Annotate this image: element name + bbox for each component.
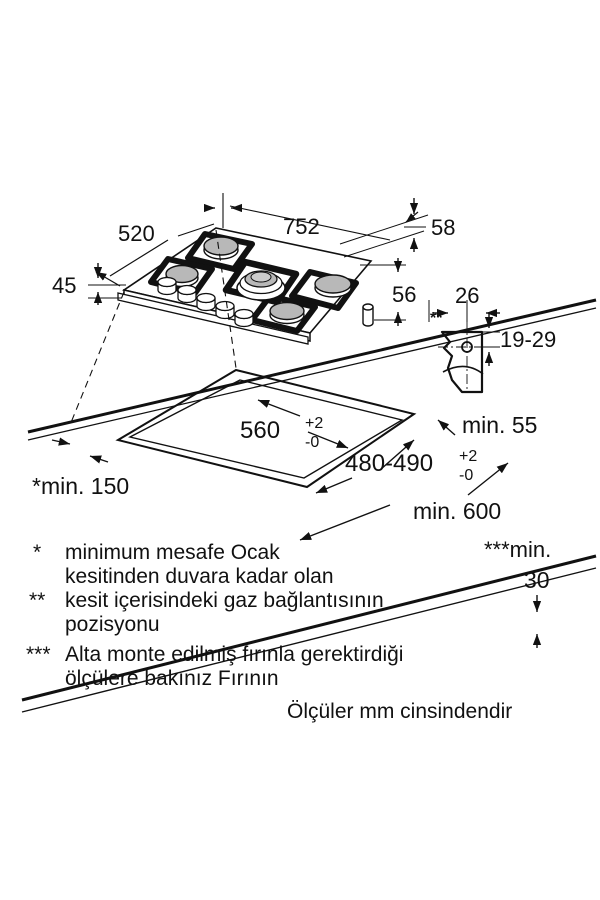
- dimension-45-label: 45: [52, 273, 76, 298]
- dimension-752: 752: [203, 193, 419, 241]
- dimension-56-label: 56: [392, 282, 416, 307]
- legend-line-3a: Alta monte edilmiş fırınla gerektirdiği: [65, 643, 403, 666]
- gas-position-marker: **: [430, 310, 443, 327]
- dimension-19-29: 19-29: [480, 313, 556, 366]
- dimension-480-490: 480-490 +2 -0: [315, 439, 477, 494]
- legend-marker-1: *: [33, 541, 41, 564]
- dimension-26-label: 26: [455, 283, 479, 308]
- legend-line-2b: pozisyonu: [65, 613, 160, 636]
- worktop-cutout-outer: [115, 368, 417, 489]
- dimension-520: 520: [95, 221, 215, 287]
- grate-center-wok: [222, 258, 300, 306]
- dimension-min-30-value: 30: [524, 567, 550, 593]
- worktop-assembly: [21, 229, 597, 713]
- control-knob-2[interactable]: [177, 284, 197, 304]
- legend-line-3b: ölçülere bakınız Fırının: [65, 667, 279, 690]
- control-knob-1[interactable]: [157, 276, 177, 296]
- dimension-min-150: *min. 150: [32, 437, 129, 499]
- gas-connection-detail: 26 ** 19-29: [428, 283, 556, 394]
- dimension-58-label: 58: [431, 215, 455, 240]
- dimension-min-55: min. 55: [437, 412, 537, 438]
- burner-rear-left: [203, 236, 239, 260]
- dimension-560-tol-plus: +2: [305, 415, 323, 432]
- legend-block: * minimum mesafe Ocak kesitinden duvara …: [26, 541, 512, 723]
- dimension-min-600: min. 600: [299, 462, 509, 541]
- dimension-min-150-label: *min. 150: [32, 473, 129, 499]
- projection-line-left: [69, 291, 125, 426]
- dimension-56: 56: [360, 258, 416, 326]
- worktop-front-edge-bottom: [27, 307, 597, 441]
- gas-bracket-curve: [442, 365, 484, 375]
- dimension-min-600-label: min. 600: [413, 498, 501, 524]
- worktop-front-edge-top: [27, 298, 597, 434]
- dimension-min-30-marker: ***min.: [484, 537, 551, 562]
- dimension-560: 560 +2 -0: [240, 399, 349, 451]
- burner-right-rear: [314, 274, 352, 298]
- dimension-480-490-tol-minus: -0: [459, 467, 473, 484]
- dimension-26: 26 **: [428, 283, 500, 327]
- gas-bracket-profile: [440, 330, 484, 394]
- control-knobs-group: [157, 276, 254, 328]
- cooktop-assembly: [117, 227, 374, 345]
- dimension-752-label: 752: [283, 214, 320, 239]
- legend-footer: Ölçüler mm cinsindendir: [287, 700, 512, 723]
- dimension-58: 58: [339, 198, 455, 258]
- worktop-cutout-inner: [128, 379, 404, 479]
- legend-marker-3: ***: [26, 643, 51, 666]
- dimension-45: 45: [52, 263, 126, 305]
- dimension-min-30: ***min. 30: [484, 537, 551, 648]
- dimension-480-490-tol-plus: +2: [459, 448, 477, 465]
- dimension-520-label: 520: [118, 221, 155, 246]
- dimension-min-55-label: min. 55: [462, 412, 537, 438]
- dimension-19-29-label: 19-29: [500, 327, 556, 352]
- burner-caps-group: [165, 236, 352, 325]
- grate-rear-left: [185, 231, 255, 272]
- burner-center-wok: [236, 270, 286, 301]
- worktop-lower-edge-a: [21, 554, 597, 702]
- control-knob-5[interactable]: [234, 308, 254, 328]
- control-knob-3[interactable]: [196, 292, 216, 312]
- burner-right-front: [269, 301, 305, 325]
- gas-pipe-stub: [362, 303, 374, 327]
- legend-line-1b: kesitinden duvara kadar olan: [65, 565, 334, 588]
- control-knob-4[interactable]: [215, 300, 235, 320]
- dimension-560-tol-minus: -0: [305, 434, 319, 451]
- dimension-560-label: 560: [240, 417, 280, 444]
- legend-marker-2: **: [29, 589, 45, 612]
- legend-line-2a: kesit içerisindeki gaz bağlantısının: [65, 589, 384, 612]
- worktop-lower-edge-b: [21, 567, 597, 713]
- legend-line-1a: minimum mesafe Ocak: [65, 541, 280, 564]
- dimension-480-490-label: 480-490: [345, 450, 433, 477]
- grate-right-front: [249, 293, 318, 334]
